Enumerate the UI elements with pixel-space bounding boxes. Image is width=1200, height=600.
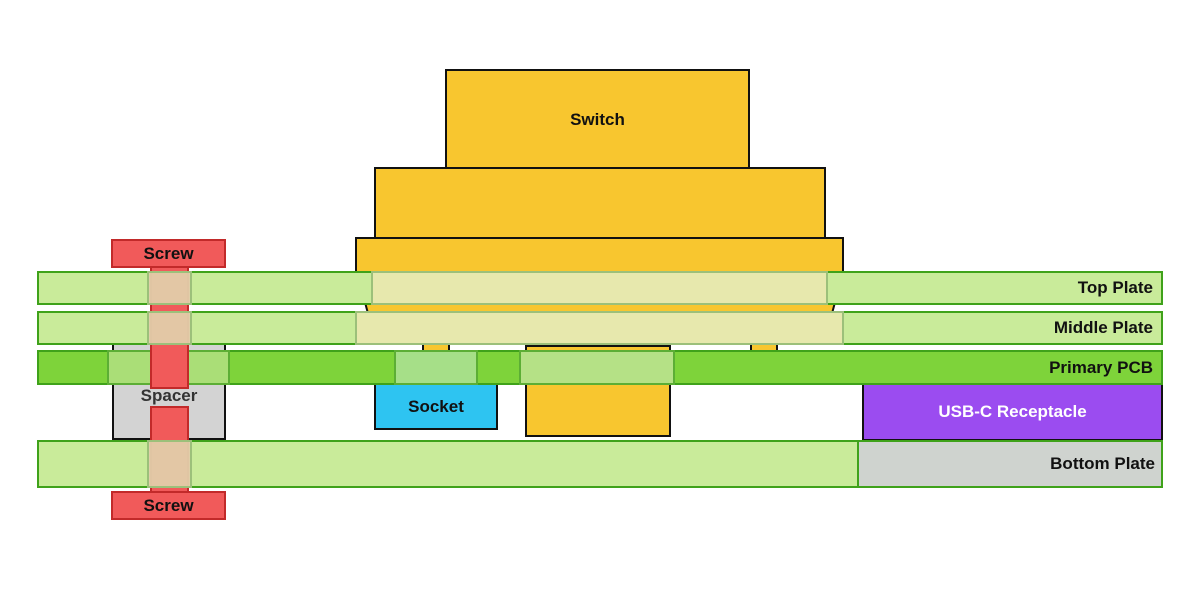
usbc-receptacle: USB-C Receptacle (862, 383, 1163, 441)
usbc-label: USB-C Receptacle (938, 402, 1087, 421)
top-plate-label: Top Plate (1077, 278, 1153, 297)
switch-top: Switch (445, 69, 750, 170)
middle-plate-label: Middle Plate (1053, 318, 1153, 337)
screw-head-bottom: Screw (111, 491, 226, 520)
bottom-plate-label-overlay: Bottom Plate (1050, 454, 1155, 473)
screw-overlay-top-plate (147, 271, 192, 305)
bottom-plate-usbc-overlay (857, 440, 1163, 488)
screw-bottom-label: Screw (143, 495, 194, 515)
pcb-socket-window (394, 350, 478, 385)
spacer-label: Spacer (140, 386, 198, 405)
switch-housing (374, 167, 826, 241)
switch-flange (355, 237, 844, 273)
primary-pcb-label: Primary PCB (1049, 357, 1153, 377)
screw-head-top: Screw (111, 239, 226, 268)
middle-plate-switch-cutout (355, 311, 844, 345)
pcb-post-window (519, 350, 675, 385)
screw-overlay-middle-plate (147, 311, 192, 345)
switch-label: Switch (570, 109, 625, 129)
top-plate-switch-cutout (371, 271, 828, 305)
socket-label: Socket (408, 396, 464, 416)
screw-top-label: Screw (143, 243, 194, 263)
screw-overlay-bottom-plate (147, 440, 192, 488)
socket: Socket (374, 383, 498, 430)
